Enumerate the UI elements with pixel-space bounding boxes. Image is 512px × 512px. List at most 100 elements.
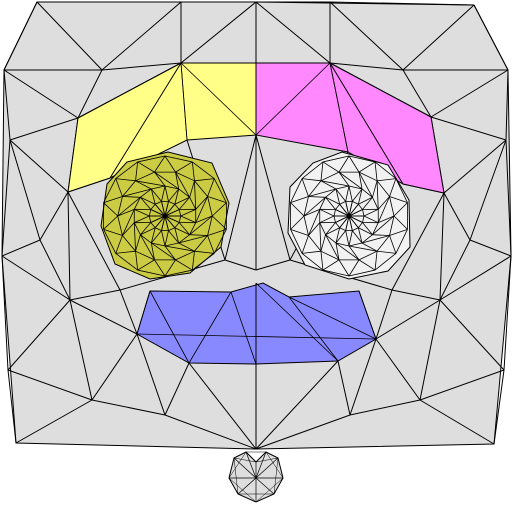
- mesh-edge: [358, 161, 376, 173]
- mesh-edge: [320, 250, 340, 261]
- mesh-edge: [339, 227, 346, 231]
- mesh-edge: [290, 228, 309, 236]
- mesh-edge: [290, 178, 303, 203]
- mesh-edge: [136, 290, 151, 335]
- mesh-edge: [103, 215, 119, 230]
- mesh-edge: [358, 250, 378, 261]
- mesh-edge: [493, 369, 505, 445]
- mesh-edge: [164, 215, 180, 223]
- mesh-edge: [348, 155, 360, 173]
- mesh-edge: [348, 201, 353, 217]
- mesh-edge: [103, 196, 123, 204]
- mesh-edge: [322, 269, 350, 277]
- mesh-edge: [7, 369, 93, 401]
- mesh-edge: [325, 227, 340, 236]
- mesh-edge: [288, 296, 339, 362]
- mesh-edge: [255, 360, 339, 450]
- mesh-edge: [109, 62, 182, 179]
- mesh-edge: [374, 161, 397, 179]
- mesh-edge: [36, 1, 103, 71]
- mesh-edge: [335, 242, 350, 247]
- mesh-edge: [348, 269, 376, 277]
- mesh-edge: [335, 185, 350, 190]
- mesh-edge: [136, 333, 377, 340]
- mesh-edge: [419, 399, 495, 445]
- mesh-edge: [137, 155, 166, 163]
- mesh-edge: [233, 457, 257, 479]
- mesh-edge: [358, 227, 373, 236]
- mesh-edge: [469, 139, 507, 241]
- mesh-edge: [301, 253, 324, 271]
- mesh-edge: [1, 255, 71, 301]
- mesh-edge: [103, 228, 123, 236]
- mesh-edge: [348, 204, 359, 217]
- mesh-edge: [345, 230, 350, 247]
- mesh-edge: [361, 188, 373, 198]
- mesh-edge: [135, 180, 152, 190]
- mesh-edge: [140, 222, 152, 235]
- mesh-edge: [180, 62, 188, 141]
- mesh-edge: [164, 245, 176, 261]
- mesh-edge: [308, 235, 322, 252]
- mesh-edge: [188, 291, 232, 364]
- mesh-edge: [191, 251, 195, 271]
- mesh-edge: [362, 215, 365, 223]
- mesh-edge: [338, 171, 363, 190]
- mesh-edge: [439, 192, 445, 301]
- mesh-edge: [122, 222, 135, 236]
- mesh-edge: [374, 251, 378, 271]
- mesh-edge: [91, 333, 138, 401]
- mesh-edge: [164, 215, 176, 228]
- mesh-edge: [325, 188, 337, 198]
- mesh-edge: [140, 188, 152, 198]
- mesh-edge: [3, 69, 79, 119]
- mesh-edge: [339, 201, 346, 205]
- mesh-edge: [133, 197, 141, 210]
- mesh-edge: [180, 215, 196, 224]
- mesh-edge: [301, 235, 309, 254]
- right-eye-mesh: [290, 155, 408, 277]
- mesh-edge: [322, 161, 340, 173]
- mesh-edge: [376, 235, 390, 252]
- mesh-edge: [230, 291, 257, 365]
- mesh-edge: [255, 1, 331, 64]
- mesh-edge: [361, 242, 378, 252]
- mesh-edge: [151, 242, 176, 261]
- mesh-edge: [178, 234, 190, 244]
- mesh-edge: [194, 180, 197, 210]
- mesh-edge: [175, 259, 193, 271]
- mesh-edge: [391, 192, 445, 291]
- mesh-edge: [154, 171, 166, 187]
- mesh-edge: [151, 185, 166, 190]
- mesh-edge: [255, 477, 275, 495]
- mesh-edge: [374, 161, 378, 181]
- mesh-edge: [358, 204, 363, 210]
- mesh-edge: [174, 196, 190, 205]
- mesh-edge: [154, 259, 166, 277]
- mesh-edge: [150, 242, 155, 260]
- mesh-edge: [439, 239, 471, 301]
- mesh-edge: [393, 215, 408, 230]
- mesh-edge: [148, 215, 152, 223]
- mesh-edge: [302, 250, 321, 254]
- mesh-edge: [358, 290, 377, 340]
- mesh-edge: [357, 188, 363, 205]
- mesh-edge: [224, 259, 257, 271]
- mesh-edge: [154, 215, 166, 228]
- mesh-edge: [161, 215, 166, 231]
- mesh-edge: [329, 1, 475, 6]
- mesh-edge: [430, 116, 507, 141]
- mesh-edge: [339, 204, 350, 217]
- mesh-edge: [389, 215, 395, 236]
- mesh-edge: [358, 172, 363, 190]
- mesh-edge: [391, 289, 441, 301]
- mesh-edge: [335, 230, 346, 244]
- mesh-edge: [69, 299, 138, 335]
- mesh-edge: [375, 338, 421, 401]
- mesh-edge: [348, 215, 363, 223]
- mesh-edge: [325, 196, 340, 205]
- mesh-edge: [67, 191, 121, 291]
- mesh-edge: [358, 196, 373, 205]
- mesh-edge: [503, 255, 512, 371]
- mesh-edge: [361, 235, 390, 244]
